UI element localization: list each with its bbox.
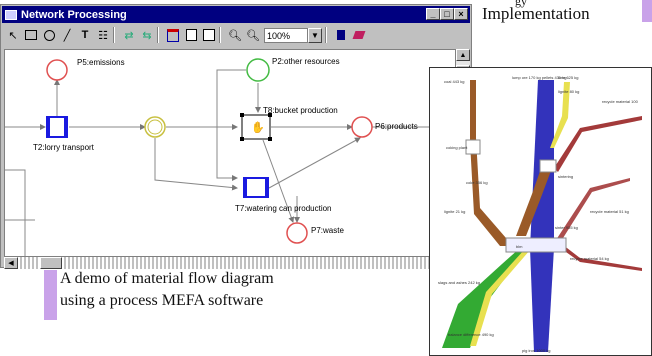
scroll-up-icon[interactable]: ▲	[456, 49, 470, 61]
window-tool-icon[interactable]	[166, 28, 180, 42]
transition-t7[interactable]	[243, 177, 269, 198]
flow-arc	[154, 138, 238, 191]
sinter-flow	[516, 160, 552, 236]
sankey-label: lump ore 170 kg pellets 431 kg	[512, 75, 567, 80]
title-bar[interactable]: Network Processing _ □ ×	[2, 6, 470, 23]
flow-arc	[216, 69, 246, 181]
place-label-p2: P2:other resources	[272, 57, 340, 66]
maximize-button[interactable]: □	[440, 8, 454, 20]
transition-t8[interactable]: ✋	[240, 113, 272, 141]
network-diagram: ✋	[5, 58, 455, 256]
scroll-thumb-horizontal[interactable]	[40, 257, 62, 269]
transition-label-t7: T7:watering can production	[235, 204, 332, 213]
pig-iron-flow	[530, 80, 554, 352]
circle-tool-icon[interactable]	[42, 28, 56, 42]
recycle-flow	[552, 238, 642, 271]
network-processing-window: Network Processing _ □ × ↖ ╱ T ☷ ⇄ ⇆ 🔍︎ …	[0, 4, 472, 269]
app-icon	[5, 9, 17, 20]
transition-label-t2: T2:lorry transport	[33, 143, 94, 152]
sankey-label: lime 625 kg	[558, 75, 579, 80]
place-label-p7: P7:waste	[311, 226, 344, 235]
place-p7[interactable]	[286, 222, 308, 244]
toolbar-separator	[157, 27, 159, 43]
heading: Implementation	[482, 4, 590, 23]
transition-t2[interactable]	[46, 116, 68, 138]
offscreen-node	[5, 169, 26, 256]
pointer-tool-icon[interactable]: ↖	[8, 29, 18, 42]
lignite-flow	[550, 82, 570, 148]
place-p5[interactable]	[46, 59, 68, 81]
caption-line-1: A demo of material flow diagram	[60, 270, 274, 287]
recycle-flow	[554, 116, 642, 172]
zoom-select[interactable]: 100%	[264, 27, 308, 43]
zoom-in-icon[interactable]: 🔍︎	[228, 29, 242, 42]
book-icon[interactable]	[352, 28, 366, 42]
caption: A demo of material flow diagram using a …	[60, 268, 274, 312]
line-tool-icon[interactable]: ╱	[63, 29, 71, 42]
text-tool-icon[interactable]: T	[81, 29, 89, 41]
blast-furnace-box	[505, 237, 567, 253]
connect-tool-icon[interactable]: ⇄	[124, 29, 134, 42]
sankey-label: recycle material 54 kg	[570, 256, 609, 261]
sankey-label: recycle material 100	[602, 99, 638, 104]
heading-fragment: gy	[515, 0, 527, 8]
sankey-label: pig iron 1000 kg	[522, 348, 551, 353]
place-p6[interactable]	[351, 116, 373, 138]
disconnect-tool-icon[interactable]: ⇆	[142, 29, 152, 42]
horizontal-scrollbar[interactable]: ◀	[4, 256, 454, 269]
minimize-button[interactable]: _	[426, 8, 440, 20]
grid-tool-icon[interactable]: ☷	[98, 29, 108, 42]
sankey-label: blm	[516, 244, 523, 249]
zoom-dropdown-arrow-icon[interactable]: ▼	[308, 27, 322, 43]
diagram-canvas[interactable]: ✋ P5:emissions P2:other resources P6:pro…	[4, 49, 456, 257]
toolbar-separator	[219, 27, 221, 43]
sankey-diagram: coal 443 kg lump ore 170 kg pellets 431 …	[429, 67, 652, 356]
close-button[interactable]: ×	[454, 8, 468, 20]
place-label-p5: P5:emissions	[77, 58, 125, 67]
rectangle-tool-icon[interactable]	[24, 28, 38, 42]
flow-arc	[268, 137, 361, 189]
window-title: Network Processing	[21, 8, 127, 21]
transition-label-t8: T8:bucket production	[263, 106, 338, 115]
sankey-label: coal 443 kg	[444, 79, 465, 84]
sankey-label: coke 356 kg	[466, 180, 488, 185]
zoom-out-icon[interactable]: 🔍︎	[246, 29, 260, 42]
caption-line-2: using a process MEFA software	[60, 292, 264, 309]
hub-place[interactable]	[144, 116, 166, 138]
sankey-label: slags and ashes 242 kg	[438, 280, 481, 285]
toolbar: ↖ ╱ T ☷ ⇄ ⇆ 🔍︎ 🔍︎ 100% ▼	[2, 24, 470, 46]
accent-bar-top	[642, 0, 652, 22]
coking-plant-box	[465, 139, 481, 155]
sankey-label: sinter 955 kg	[555, 225, 578, 230]
sintering-box	[539, 159, 557, 173]
place-p2[interactable]	[246, 58, 270, 82]
sankey-label: lignite 80 kg	[558, 89, 580, 94]
sankey-label: balance difference 490 kg	[448, 332, 494, 337]
slag-yellow-flow	[470, 250, 530, 346]
sankey-label: coking plant	[446, 145, 468, 150]
accent-bar-caption	[44, 270, 57, 320]
document-icon[interactable]	[334, 28, 348, 42]
svg-text:✋: ✋	[251, 121, 265, 134]
sankey-label: lignite 21 kg	[444, 209, 466, 214]
toolbar-separator	[325, 27, 327, 43]
sankey-flows	[442, 80, 642, 352]
blank-tool-icon[interactable]	[202, 28, 216, 42]
toolbar-separator	[113, 27, 115, 43]
flow-arc	[262, 139, 295, 223]
sankey-label: sintering	[558, 174, 574, 179]
sankey-label: recycle material 51 kg	[590, 209, 629, 214]
scroll-left-icon[interactable]: ◀	[4, 257, 18, 269]
coal-flow	[470, 80, 522, 246]
place-label-p6: P6:products	[375, 122, 418, 131]
page-tool-icon[interactable]	[184, 28, 198, 42]
